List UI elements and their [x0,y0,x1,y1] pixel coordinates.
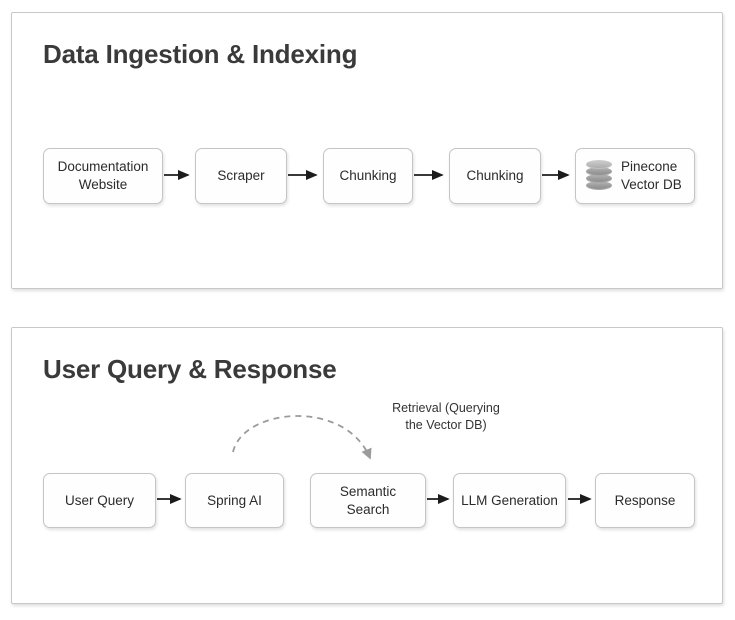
node-label-spring-ai: Spring AI [207,492,262,508]
node-response[interactable]: Response [595,473,695,528]
node-label-documentation-website: Documentation Website [57,159,149,192]
node-scraper[interactable]: Scraper [195,148,287,204]
panel-data-ingestion: Data Ingestion & Indexing Documentation … [11,12,723,289]
node-semantic-search[interactable]: Semantic Search [310,473,426,528]
node-chunking-2[interactable]: Chunking [449,148,541,204]
node-label-response: Response [614,492,676,508]
node-user-query[interactable]: User Query [43,473,156,528]
panel-user-query-response: User Query & Response User Query Spring … [11,327,723,604]
node-spring-ai[interactable]: Spring AI [185,473,284,528]
retrieval-annotation-label: Retrieval (Querying the Vector DB) [392,401,500,432]
node-documentation-website[interactable]: Documentation Website [43,148,163,204]
node-label-llm-generation: LLM Generation [461,492,558,508]
node-label-semantic-search: Semantic Search [339,483,397,517]
node-chunking-1[interactable]: Chunking [323,148,413,204]
panel-title-data-ingestion: Data Ingestion & Indexing [43,39,358,69]
node-label-pinecone-vector-db: Pinecone Vector DB [621,159,682,192]
node-pinecone-vector-db[interactable]: Pinecone Vector DB [575,148,695,204]
node-label-scraper: Scraper [217,168,265,184]
panel-title-user-query-response: User Query & Response [43,354,337,384]
node-label-user-query: User Query [64,492,135,508]
node-label-chunking-1: Chunking [339,168,397,184]
database-icon [586,160,612,192]
node-llm-generation[interactable]: LLM Generation [453,473,566,528]
node-label-chunking-2: Chunking [466,168,524,184]
